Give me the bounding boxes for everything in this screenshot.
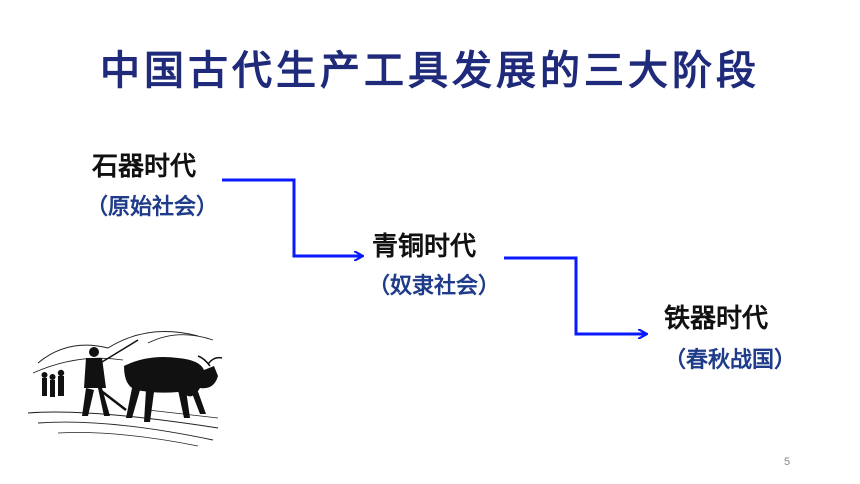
stage-iron-age-society: （春秋战国） [664, 348, 797, 373]
stage-stone-age-society: （原始社会） [86, 195, 219, 220]
stage-bronze-age-name: 青铜时代 [372, 232, 477, 262]
stage-bronze-age-society: （奴隶社会） [368, 274, 501, 299]
slide-title: 中国古代生产工具发展的三大阶段 [100, 47, 760, 94]
arrow-stone-to-bronze [222, 178, 362, 256]
stage-stone-age-name: 石器时代 [92, 152, 197, 182]
arrow-bronze-to-iron [504, 256, 646, 334]
stage-iron-age-name: 铁器时代 [664, 304, 769, 334]
page-number: 5 [784, 456, 791, 468]
farmer-plowing-illustration [28, 331, 223, 447]
